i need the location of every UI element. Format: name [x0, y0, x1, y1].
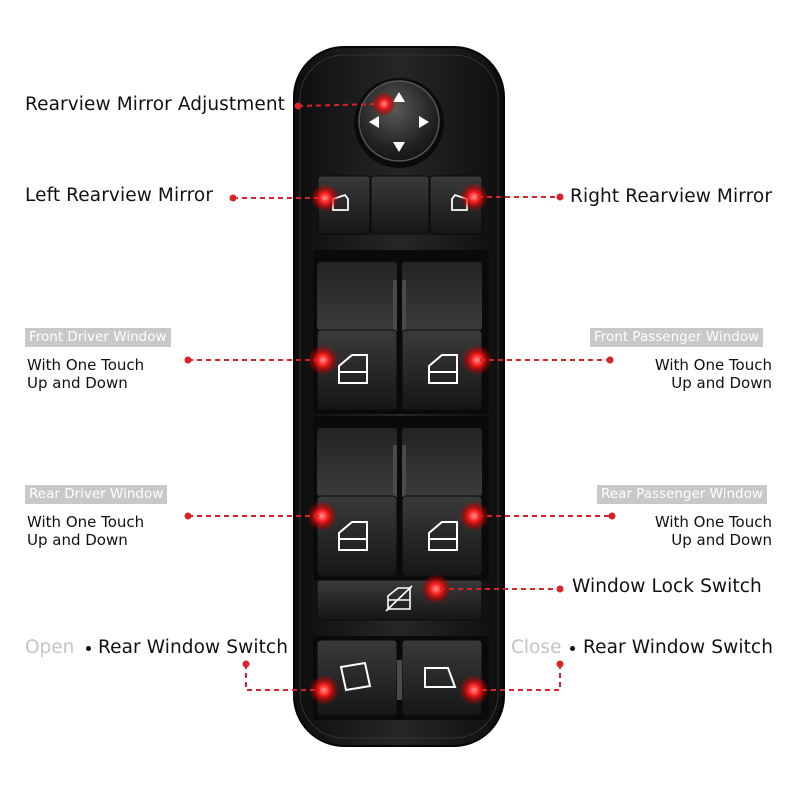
- one-touch-line1: With One Touch: [27, 513, 145, 531]
- rear-passenger-switch-upper: [402, 428, 482, 496]
- rear-passenger-description: With One Touch Up and Down: [655, 513, 772, 549]
- tag-front-passenger-window: Front Passenger Window: [590, 328, 764, 347]
- label-left-rearview-mirror: Left Rearview Mirror: [25, 185, 214, 206]
- one-touch-line2: Up and Down: [27, 374, 128, 392]
- label-open: Open: [25, 637, 75, 658]
- label-rear-window-switch-close: Rear Window Switch: [583, 637, 774, 658]
- window-icon: [338, 521, 368, 551]
- tag-front-driver-window: Front Driver Window: [25, 328, 171, 347]
- callout-dots: [184, 102, 616, 668]
- separator-dot: [86, 646, 91, 651]
- front-passenger-switch-upper: [402, 262, 482, 330]
- one-touch-line2: Up and Down: [27, 531, 128, 549]
- front-passenger-description: With One Touch Up and Down: [655, 356, 772, 392]
- one-touch-line2: Up and Down: [671, 374, 772, 392]
- one-touch-line1: With One Touch: [654, 356, 772, 374]
- separator-dot: [570, 646, 575, 651]
- highlight-glows: [307, 92, 492, 705]
- window-icon: [428, 354, 458, 384]
- mirror-neutral-button: [370, 175, 430, 235]
- rear-driver-switch-upper: [317, 428, 397, 496]
- window-icon: [338, 354, 368, 384]
- front-driver-switch-upper: [317, 262, 397, 330]
- window-lock-icon: [385, 585, 413, 612]
- rear-driver-description: With One Touch Up and Down: [27, 513, 144, 549]
- label-window-lock-switch: Window Lock Switch: [572, 576, 762, 597]
- one-touch-line1: With One Touch: [654, 513, 772, 531]
- label-right-rearview-mirror: Right Rearview Mirror: [570, 186, 773, 207]
- window-icon: [428, 521, 458, 551]
- label-rear-window-switch-open: Rear Window Switch: [98, 637, 289, 658]
- direction-pad-icon: [369, 92, 429, 152]
- one-touch-line2: Up and Down: [671, 531, 772, 549]
- label-close: Close: [511, 637, 562, 658]
- label-rearview-mirror-adjustment: Rearview Mirror Adjustment: [25, 94, 286, 115]
- one-touch-line1: With One Touch: [27, 356, 145, 374]
- callout-lines: [188, 103, 612, 691]
- rear-window-icon: [339, 661, 372, 692]
- tag-rear-passenger-window: Rear Passenger Window: [597, 485, 767, 504]
- tag-rear-driver-window: Rear Driver Window: [25, 485, 168, 504]
- rear-window-icon: [424, 667, 457, 688]
- front-driver-description: With One Touch Up and Down: [27, 356, 144, 392]
